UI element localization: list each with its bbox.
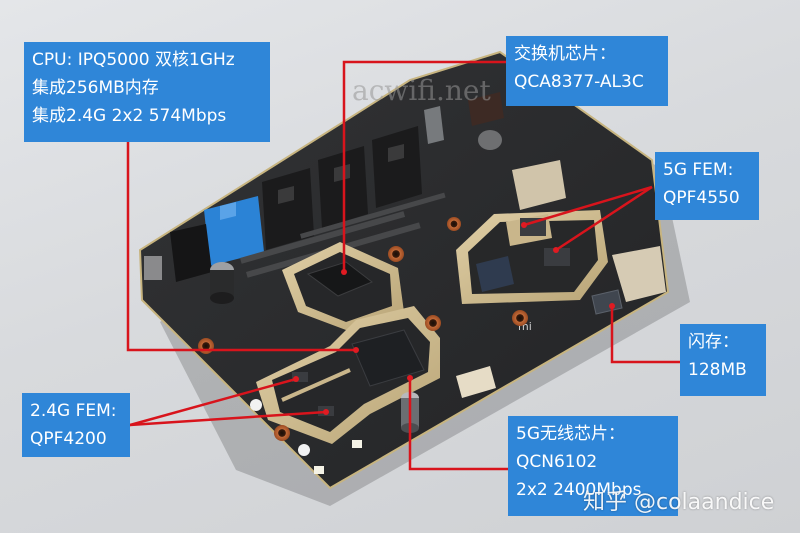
- switch-chip-qca8377: [306, 261, 373, 297]
- annotation-cpu-line-2: 集成256MB内存: [32, 78, 159, 98]
- 5g-wifi-chip-qcn6102: [476, 256, 514, 292]
- annotation-5g-fem: 5G FEM: QPF4550: [655, 152, 759, 220]
- annotation-5g-wifi-line-1: 5G无线芯片：: [516, 424, 625, 444]
- dc-power-jack: [170, 224, 212, 282]
- leader-lines: [126, 60, 684, 471]
- ethernet-ports: [262, 126, 422, 250]
- watermark-zhihu: 知乎 @colaandice: [583, 490, 775, 515]
- annotation-24g-fem: 2.4G FEM: QPF4200: [22, 393, 130, 457]
- watermark-acwifi: acwifi.net: [352, 74, 491, 107]
- test-pad: [298, 444, 310, 456]
- mounting-hole: [388, 246, 404, 262]
- annotation-flash-line-1: 闪存：: [688, 332, 739, 352]
- 5g-fem-chip-a: [520, 218, 546, 236]
- 24g-fem-chip-a: [292, 372, 308, 382]
- annotation-flash: 闪存： 128MB: [680, 324, 766, 396]
- cpu-chip-ipq5000: [351, 329, 425, 387]
- annotation-5g-wifi: 5G无线芯片： QCN6102 2x2 2400Mbps: [508, 416, 678, 516]
- led: [314, 466, 324, 474]
- annotation-5g-wifi-line-3: 2x2 2400Mbps: [516, 480, 642, 500]
- annotation-switch-line-1: 交换机芯片：: [514, 44, 616, 64]
- mounting-hole: [274, 425, 290, 441]
- annotation-switch-line-2: QCA8377-AL3C: [514, 72, 644, 92]
- flash-chip: [591, 289, 623, 315]
- annotation-cpu-line-3: 集成2.4G 2x2 574Mbps: [32, 106, 227, 126]
- wan-port-blue: [204, 196, 264, 266]
- 5g-fem-chip-b: [544, 248, 570, 266]
- antenna-pad: [512, 160, 566, 210]
- led: [352, 440, 362, 448]
- mounting-hole: [447, 217, 461, 231]
- annotation-5g-fem-line-1: 5G FEM:: [663, 160, 734, 180]
- mounting-hole: [512, 310, 528, 326]
- mounting-hole: [198, 338, 214, 354]
- annotation-cpu: CPU: IPQ5000 双核1GHz 集成256MB内存 集成2.4G 2x2…: [24, 42, 270, 142]
- annotation-switch: 交换机芯片： QCA8377-AL3C: [506, 36, 668, 106]
- annotation-5g-fem-line-2: QPF4550: [663, 188, 740, 208]
- mounting-hole: [425, 315, 441, 331]
- top-right-connectors: [424, 92, 504, 150]
- reset-button: [144, 256, 162, 280]
- annotation-24g-fem-line-2: QPF4200: [30, 429, 107, 449]
- annotation-cpu-line-1: CPU: IPQ5000 双核1GHz: [32, 50, 235, 70]
- antenna-pad: [612, 246, 666, 302]
- annotation-flash-line-2: 128MB: [688, 360, 747, 380]
- annotation-5g-wifi-line-2: QCN6102: [516, 452, 598, 472]
- capacitor: [210, 262, 234, 304]
- annotation-24g-fem-line-1: 2.4G FEM:: [30, 401, 117, 421]
- qr-label: [456, 366, 496, 398]
- leader-line-dots: [293, 222, 615, 415]
- test-pad: [250, 399, 262, 411]
